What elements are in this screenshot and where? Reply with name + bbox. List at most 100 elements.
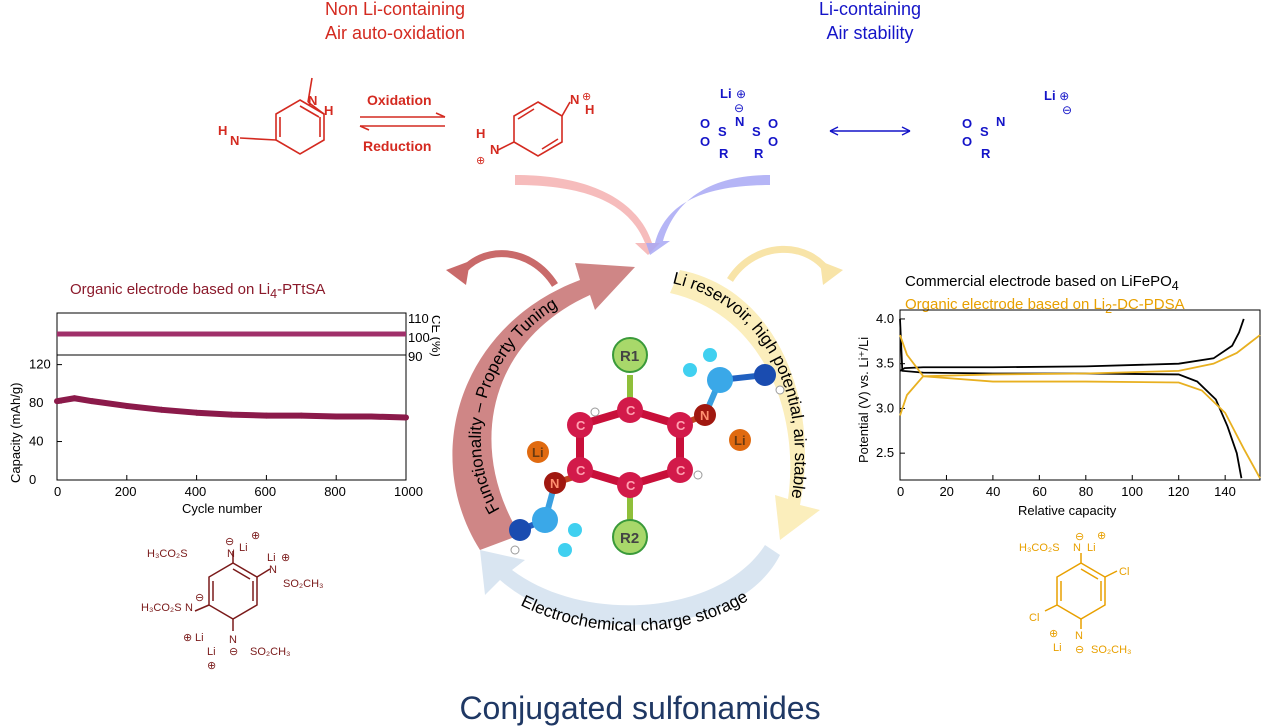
capacity-point bbox=[54, 398, 60, 405]
minus-charge: ⊖ bbox=[1075, 531, 1084, 543]
x-tick-label: 80 bbox=[1079, 484, 1093, 499]
capacity-point bbox=[403, 414, 409, 421]
legend-lifepo4: Commercial electrode based on LiFePO4 bbox=[905, 273, 1179, 293]
charge-storage-arrow bbox=[480, 545, 780, 625]
left-title-suffix: -PTtSA bbox=[277, 281, 326, 298]
n-atom: N bbox=[550, 476, 559, 491]
y-tick-label: 120 bbox=[29, 357, 51, 372]
non-li-header-line1: Non Li-containing bbox=[324, 0, 466, 19]
plus-charge: ⊕ bbox=[1059, 89, 1070, 103]
g2-label: SO₂CH₃ bbox=[283, 578, 324, 590]
capacity-point bbox=[228, 411, 235, 418]
x-tick-label: 800 bbox=[324, 484, 346, 499]
c-atom: C bbox=[576, 418, 586, 433]
r2-label: R2 bbox=[620, 530, 639, 547]
x-tick-label: 1000 bbox=[394, 484, 423, 499]
cl-atom: Cl bbox=[1119, 566, 1129, 578]
li-reservoir-arrow bbox=[670, 270, 820, 540]
li-header-line1: Li-containing bbox=[818, 0, 922, 19]
li-atom: Li bbox=[1087, 542, 1096, 554]
y-tick-label: 3.0 bbox=[876, 400, 894, 415]
x-tick-label: 0 bbox=[54, 484, 61, 499]
minus-charge: ⊖ bbox=[1075, 644, 1084, 656]
non-li-header: Non Li-containing Air auto-oxidation bbox=[300, 0, 490, 45]
x-tick-label: 140 bbox=[1214, 484, 1236, 499]
minus-charge-right: ⊖ bbox=[1062, 103, 1073, 117]
g1-label: H₃CO₂S bbox=[147, 548, 188, 560]
capacity-point bbox=[298, 412, 305, 419]
x-tick-label: 60 bbox=[1032, 484, 1046, 499]
c-atom: C bbox=[626, 403, 636, 418]
minus-charge: ⊖ bbox=[195, 592, 204, 604]
potential-axis-label: Potential (V) vs. Li⁺/Li bbox=[856, 337, 871, 463]
li-header: Li-containing Air stability bbox=[780, 0, 960, 45]
h-atom-right: H bbox=[324, 103, 333, 118]
r1-label: R1 bbox=[620, 348, 639, 365]
r-group: R bbox=[754, 146, 764, 161]
minus-charge: ⊖ bbox=[225, 536, 234, 548]
red-merge-arrow bbox=[515, 175, 660, 255]
li2-dc-pdsa-structure: H₃CO₂S N ⊖ Li ⊕ Cl Cl N ⊕ Li ⊖ SO₂CH₃ bbox=[1019, 530, 1132, 656]
left-panel-title: Organic electrode based on Li4-PTtSA bbox=[70, 281, 325, 301]
o-atom: O bbox=[962, 116, 972, 131]
legend2-sub: 2 bbox=[1105, 302, 1113, 316]
minus-charge: ⊖ bbox=[229, 646, 238, 658]
h-atom-left: H bbox=[218, 123, 227, 138]
potential-plot-frame bbox=[899, 309, 1261, 481]
functionality-arrow bbox=[452, 263, 635, 550]
n-atom: N bbox=[229, 634, 237, 646]
n-atom: N bbox=[700, 408, 709, 423]
blue-merge-arrow bbox=[646, 175, 770, 255]
legend1-prefix: Commercial electrode based on LiFePO bbox=[905, 273, 1172, 290]
li-atom: Li bbox=[532, 445, 544, 460]
reduction-label: Reduction bbox=[363, 138, 431, 154]
y-tick-label: 80 bbox=[29, 395, 43, 410]
potential-curve bbox=[899, 318, 1243, 479]
n-atom: N bbox=[1075, 630, 1083, 642]
x-tick-label: 100 bbox=[1121, 484, 1143, 499]
s-atom: S bbox=[980, 124, 989, 139]
r-group: R bbox=[981, 146, 991, 161]
g4-label: SO₂CH₃ bbox=[250, 646, 291, 658]
legend2-suffix: -DC-PDSA bbox=[1112, 296, 1185, 313]
li4-ptsa-structure: H₃CO₂S N Li ⊕ ⊖ N Li ⊕ SO₂CH₃ H₃CO₂S N ⊖… bbox=[141, 530, 324, 672]
central-molecule bbox=[509, 337, 785, 557]
plus-charge: ⊕ bbox=[251, 530, 260, 542]
capacity-point bbox=[368, 413, 375, 420]
o-atom: O bbox=[962, 134, 972, 149]
potential-curve bbox=[899, 334, 1261, 416]
g2-label: SO₂CH₃ bbox=[1091, 644, 1132, 656]
y-tick-label: 2.5 bbox=[876, 445, 894, 460]
r-group: R bbox=[719, 146, 729, 161]
x-tick-label: 600 bbox=[254, 484, 276, 499]
y-tick-label: 40 bbox=[29, 434, 43, 449]
li-atom: Li bbox=[1053, 642, 1062, 654]
o-atom: O bbox=[768, 134, 778, 149]
ce-axis-label: CE (%) bbox=[429, 315, 440, 357]
n-atom-left: N bbox=[230, 133, 239, 148]
n-atom: N bbox=[996, 114, 1005, 129]
li-atom: Li bbox=[207, 646, 216, 658]
potential-curve bbox=[899, 334, 1261, 479]
capacity-point bbox=[158, 406, 165, 413]
capacity-point bbox=[88, 398, 95, 405]
potential-curve bbox=[899, 318, 1245, 372]
plus-charge: ⊕ bbox=[1049, 628, 1058, 640]
capacity-point bbox=[71, 395, 78, 402]
sulfonimide-resonance: Li ⊕ ⊖ N O S O R S O O R Li O S O R N S … bbox=[700, 86, 1005, 161]
x-tick-label: 40 bbox=[986, 484, 1000, 499]
plus-charge: ⊕ bbox=[207, 660, 216, 672]
c-atom: C bbox=[676, 418, 686, 433]
cl-atom: Cl bbox=[1029, 612, 1039, 624]
y-tick-label: 0 bbox=[29, 472, 36, 487]
capacity-axis-label: Capacity (mAh/g) bbox=[8, 383, 23, 483]
g1-label: H₃CO₂S bbox=[1019, 542, 1060, 554]
li-atom: Li bbox=[195, 632, 204, 644]
x-tick-label: 200 bbox=[115, 484, 137, 499]
capacity-point bbox=[333, 413, 340, 420]
ce-tick-110: 110 bbox=[408, 311, 429, 326]
li-plus-right: Li ⊕ bbox=[1044, 88, 1069, 103]
capacity-point bbox=[263, 412, 270, 419]
li-atom: Li bbox=[239, 542, 248, 554]
